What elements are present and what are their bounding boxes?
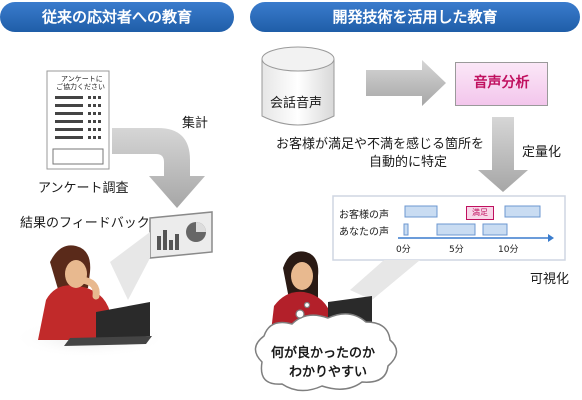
left-section-header: 従来の応対者への教育 bbox=[0, 2, 234, 32]
bubble-line1: 何が良かったのか bbox=[271, 346, 376, 361]
bubble-line2: わかりやすい bbox=[289, 365, 368, 380]
tick-label-5: 5分 bbox=[449, 245, 464, 255]
voice-analysis-box: 音声分析 bbox=[455, 62, 548, 106]
timeline-row-customer: お客様の声 bbox=[339, 210, 389, 221]
aggregate-label: 集計 bbox=[182, 116, 209, 131]
feedback-label: 結果のフィードバック bbox=[20, 216, 150, 231]
speech-cloud bbox=[254, 313, 398, 392]
to-analysis-arrow bbox=[366, 60, 446, 106]
satisfaction-badge-text: 満足 bbox=[472, 208, 488, 217]
quantify-arrow bbox=[478, 117, 528, 192]
report-monitor bbox=[149, 211, 213, 259]
timeline-panel bbox=[332, 195, 566, 261]
survey-sheet bbox=[46, 70, 110, 170]
quantify-label: 定量化 bbox=[522, 145, 562, 160]
tick-label-10: 10分 bbox=[498, 245, 519, 255]
survey-sheet-title-line2: ご協力ください bbox=[56, 83, 105, 91]
feedback-beam bbox=[110, 232, 150, 300]
voice-analysis-label: 音声分析 bbox=[473, 75, 530, 91]
detect-text-line2: 自動的に特定 bbox=[369, 155, 448, 170]
visualize-beam bbox=[350, 260, 420, 300]
tick-label-0: 0分 bbox=[396, 245, 411, 255]
satisfaction-badge: 満足 bbox=[466, 206, 494, 220]
survey-label: アンケート調査 bbox=[38, 181, 129, 196]
right-section-header: 開発技術を活用した教育 bbox=[250, 2, 580, 32]
timeline-row-agent: あなたの声 bbox=[339, 227, 389, 238]
left-person bbox=[12, 245, 168, 358]
aggregate-arrow bbox=[112, 128, 205, 208]
survey-sheet-title-line1: アンケートに bbox=[61, 75, 103, 83]
detect-text-line1: お客様が満足や不満を感じる箇所を bbox=[276, 137, 485, 152]
database-label: 会話音声 bbox=[270, 96, 323, 111]
visualize-label: 可視化 bbox=[530, 272, 570, 287]
conversation-database bbox=[261, 46, 335, 126]
